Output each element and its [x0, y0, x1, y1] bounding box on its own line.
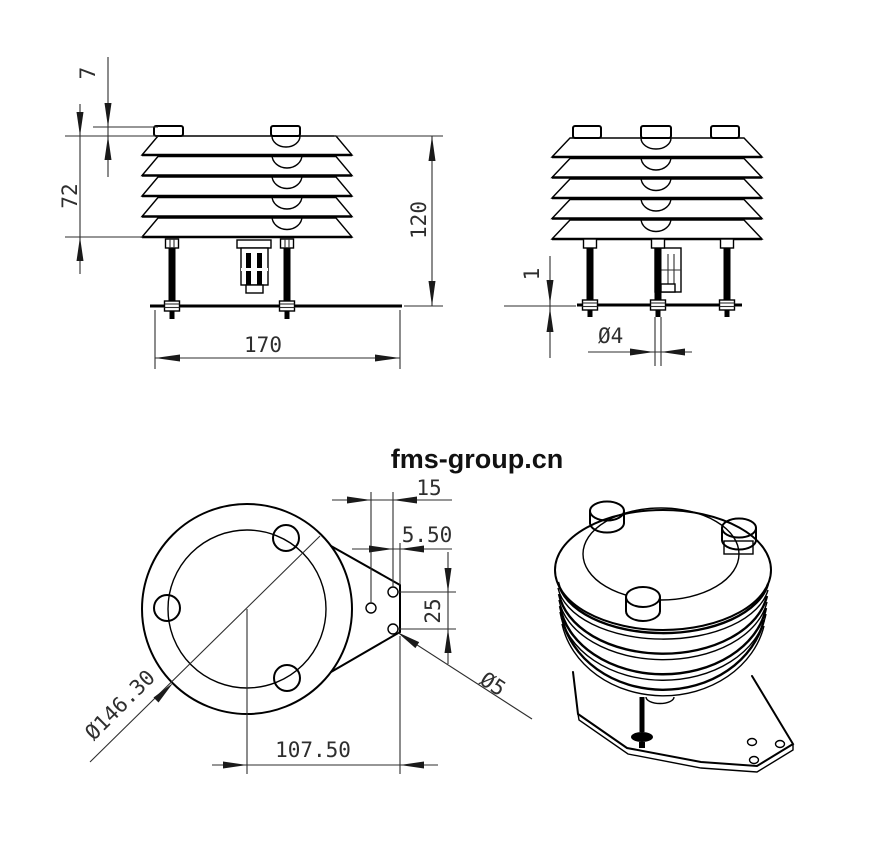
dim-label-15: 15 [416, 476, 441, 500]
dim-label-25: 25 [421, 598, 445, 623]
shield-hole-bottom [273, 664, 301, 692]
dim-label-dia5: Ø5 [476, 667, 510, 701]
isometric-view [554, 500, 795, 773]
dim-label-7: 7 [76, 67, 100, 80]
dim-label-120: 120 [407, 201, 431, 239]
iso-top-plate [554, 509, 772, 631]
side-cap-right [710, 125, 740, 139]
bottom-dim-hole-spacing: 25 [397, 552, 456, 664]
front-dim-shield-height: 72 [58, 104, 160, 274]
front-hub-arcs [271, 135, 303, 231]
side-leg-right [718, 238, 736, 317]
front-dim-base-width: 170 [154, 310, 401, 369]
dim-label-170: 170 [244, 333, 282, 357]
shield-hole-top [272, 524, 300, 552]
dim-label-107-50: 107.50 [275, 738, 351, 762]
bottom-view: 15 5.50 25 Ø146.30 Ø5 [80, 476, 533, 774]
side-view: 1 Ø4 [504, 125, 764, 366]
tab-hole-top [387, 586, 399, 598]
side-hub-arcs [640, 137, 672, 233]
side-cap-left [572, 125, 602, 139]
side-leg-left [581, 238, 599, 317]
side-dim-rod-diameter: Ø4 [588, 324, 692, 356]
front-dim-cap-height: 7 [76, 57, 158, 177]
iso-center-rod [631, 696, 675, 748]
watermark-text: fms-group.cn [391, 444, 564, 474]
side-louver-stack [550, 137, 764, 241]
front-leg-right [278, 238, 296, 319]
dim-label-1: 1 [520, 268, 544, 281]
iso-louver-bands [556, 581, 770, 697]
dim-label-72: 72 [58, 183, 82, 208]
iso-plate-hole [746, 737, 758, 747]
shield-hole-left [153, 594, 181, 622]
iso-cap-front [625, 586, 661, 622]
dim-label-5-50: 5.50 [402, 523, 453, 547]
front-leg-left [163, 238, 181, 319]
iso-top-inner [582, 507, 740, 601]
tab-hole-bottom [387, 623, 399, 635]
iso-base-plate [572, 671, 795, 773]
dim-label-dia4: Ø4 [598, 324, 623, 348]
iso-cap-left [589, 500, 625, 534]
front-cap-right [270, 125, 301, 137]
front-dim-overall-height: 120 [334, 135, 443, 307]
side-cap-center [640, 125, 672, 139]
bottom-dim-center-to-edge: 107.50 [212, 636, 438, 774]
side-leg-center [649, 238, 667, 366]
iso-plate-hole [774, 739, 786, 749]
bottom-dim-outer-diameter: Ø146.30 [80, 535, 321, 763]
iso-cap-right [721, 517, 757, 555]
front-view: 7 72 120 170 [58, 57, 443, 369]
bottom-dim-hole-to-edge: 5.50 [352, 523, 452, 585]
tab-hole-middle [365, 602, 377, 614]
iso-plate-hole [748, 755, 760, 765]
side-dim-plate-thickness: 1 [504, 256, 576, 358]
front-sensor [236, 239, 272, 294]
front-cap-left [153, 125, 184, 137]
bottom-dim-mount-hole: Ø5 [396, 631, 533, 720]
front-louver-stack [140, 135, 354, 239]
